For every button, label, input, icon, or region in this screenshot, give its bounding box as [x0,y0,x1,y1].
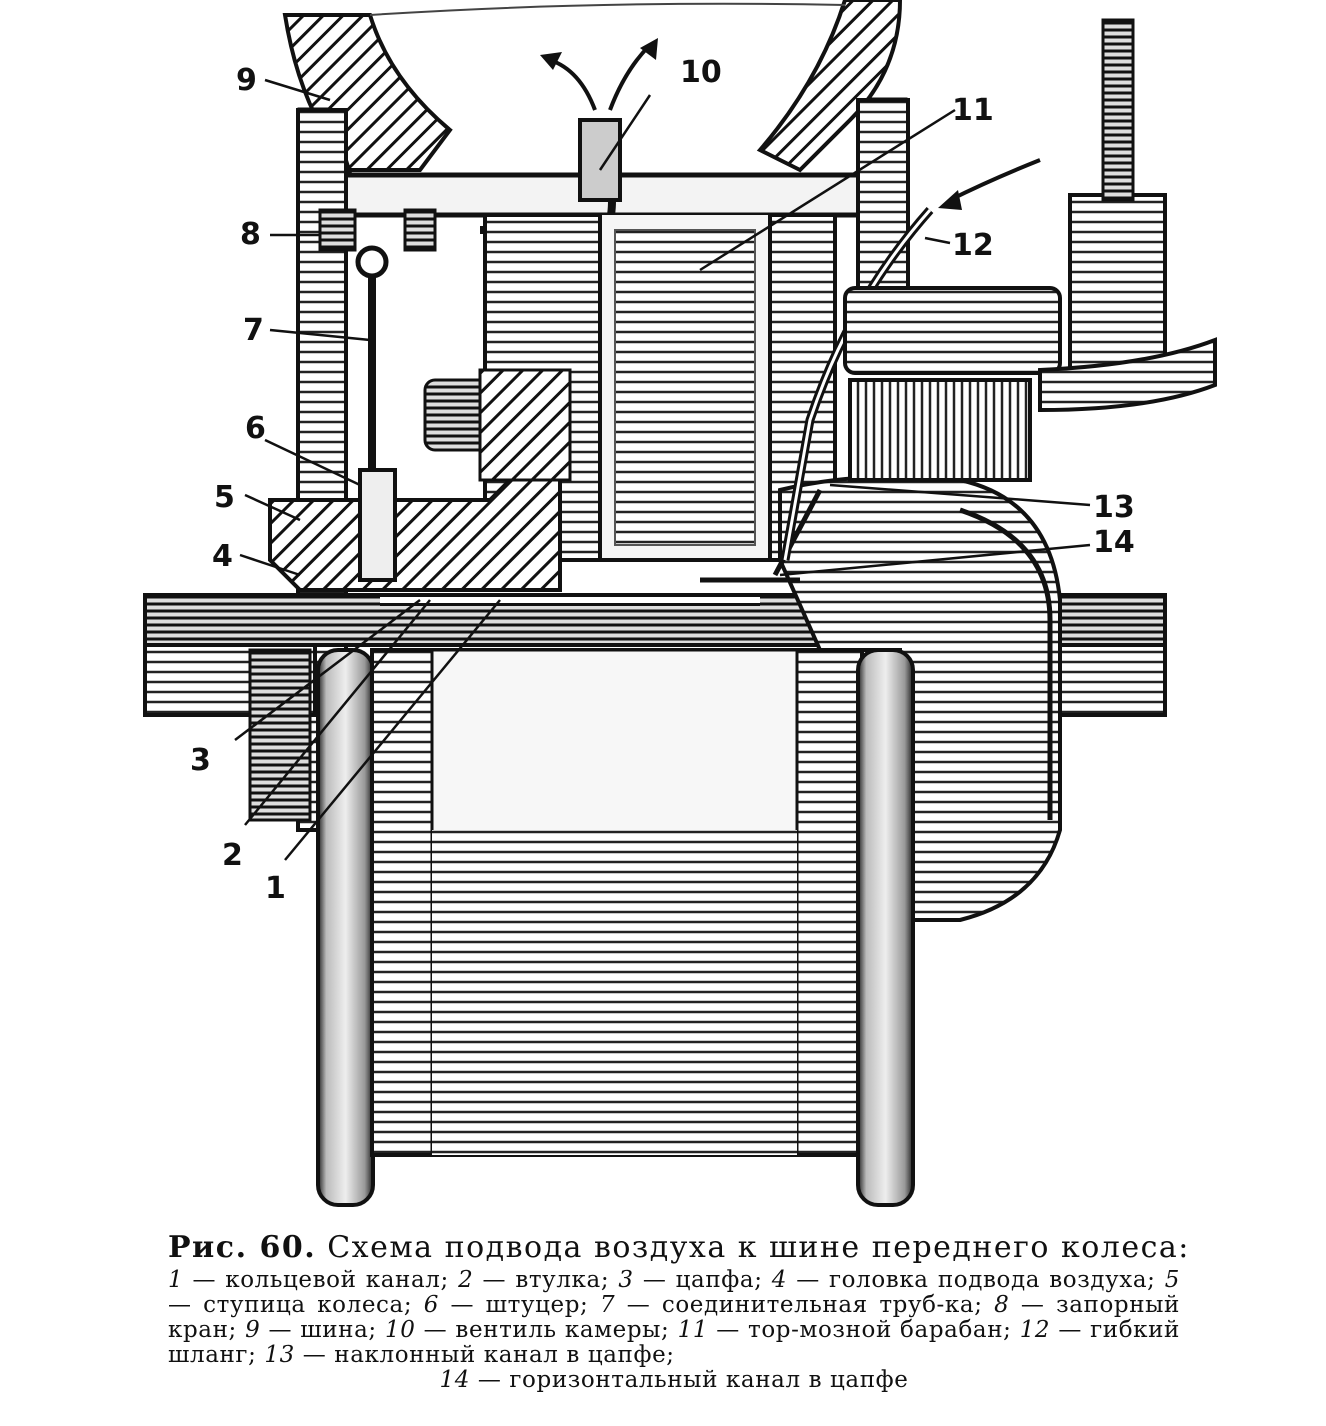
label-2: 2 [222,838,243,873]
label-7: 7 [243,313,264,348]
legend-item: 4 — головка подвода воздуха; [771,1267,1156,1293]
label-9: 9 [236,63,257,98]
figure-number: Рис. 60. [168,1230,317,1265]
caption-legend: 1 — кольцевой канал; 2 — втулка; 3 — цап… [168,1268,1180,1368]
kingpin-bearing [848,378,1032,482]
legend-item: 8 — запорный кран; [168,1292,1180,1343]
wheel-air-supply-drawing: 9 10 11 8 12 7 6 5 13 4 14 3 2 1 [143,0,1217,1207]
legend-item: 6 — штуцер; [423,1292,589,1318]
legend-item: 3 — цапфа; [618,1267,763,1293]
legend-item: 9 — шина; [245,1317,377,1343]
figure-caption: Рис. 60. Схема подвода воздуха к шине пе… [168,1228,1188,1393]
valve-stem [578,118,622,202]
legend-item: 13 — наклонный канал в цапфе; [264,1342,675,1368]
fitting-union [358,468,397,582]
legend-item: 11 — тор-мозной барабан; [677,1317,1012,1343]
label-13: 13 [1093,490,1135,525]
legend-item: 1 — кольцевой канал; [168,1267,449,1293]
steering-arm [1068,193,1167,372]
leader-lines [234,78,1091,861]
tyre-lower-left [316,648,375,1207]
label-6: 6 [245,411,266,446]
label-4: 4 [212,539,233,574]
legend-item: 14 — горизонтальный канал в цапфе [439,1367,909,1393]
caption-legend-last: 14 — горизонтальный канал в цапфе [168,1368,1180,1393]
label-12: 12 [952,228,994,263]
legend-item: 10 — вентиль камеры; [384,1317,670,1343]
label-8: 8 [240,217,261,252]
legend-item: 2 — втулка; [458,1267,610,1293]
figure-title: Схема подвода воздуха к шине переднего к… [327,1230,1190,1265]
tyre-right-section [756,0,903,173]
legend-item: 12 — гибкий шланг; [168,1317,1180,1368]
tyre-inner-outline [369,2,846,16]
label-1: 1 [265,871,286,906]
inclined-channel [772,488,823,577]
air-arrow-left [549,58,597,111]
brake-cylinder [843,286,1062,375]
label-10: 10 [680,55,722,90]
tap-knob [355,245,389,279]
label-14: 14 [1093,525,1135,560]
legend-item: 7 — соединительная труб-ка; [599,1292,983,1318]
label-5: 5 [214,480,235,515]
tyre-lower-right [856,648,915,1207]
caption-title-line: Рис. 60. Схема подвода воздуха к шине пе… [168,1228,1188,1268]
hose-air-arrow [949,158,1041,202]
shutoff-tap [318,208,357,252]
label-3: 3 [190,743,211,778]
label-11: 11 [952,93,994,128]
air-arrow-right [608,43,652,111]
wheel-hub [268,468,562,592]
legend-item: 5 — ступица колеса; [168,1267,1180,1318]
